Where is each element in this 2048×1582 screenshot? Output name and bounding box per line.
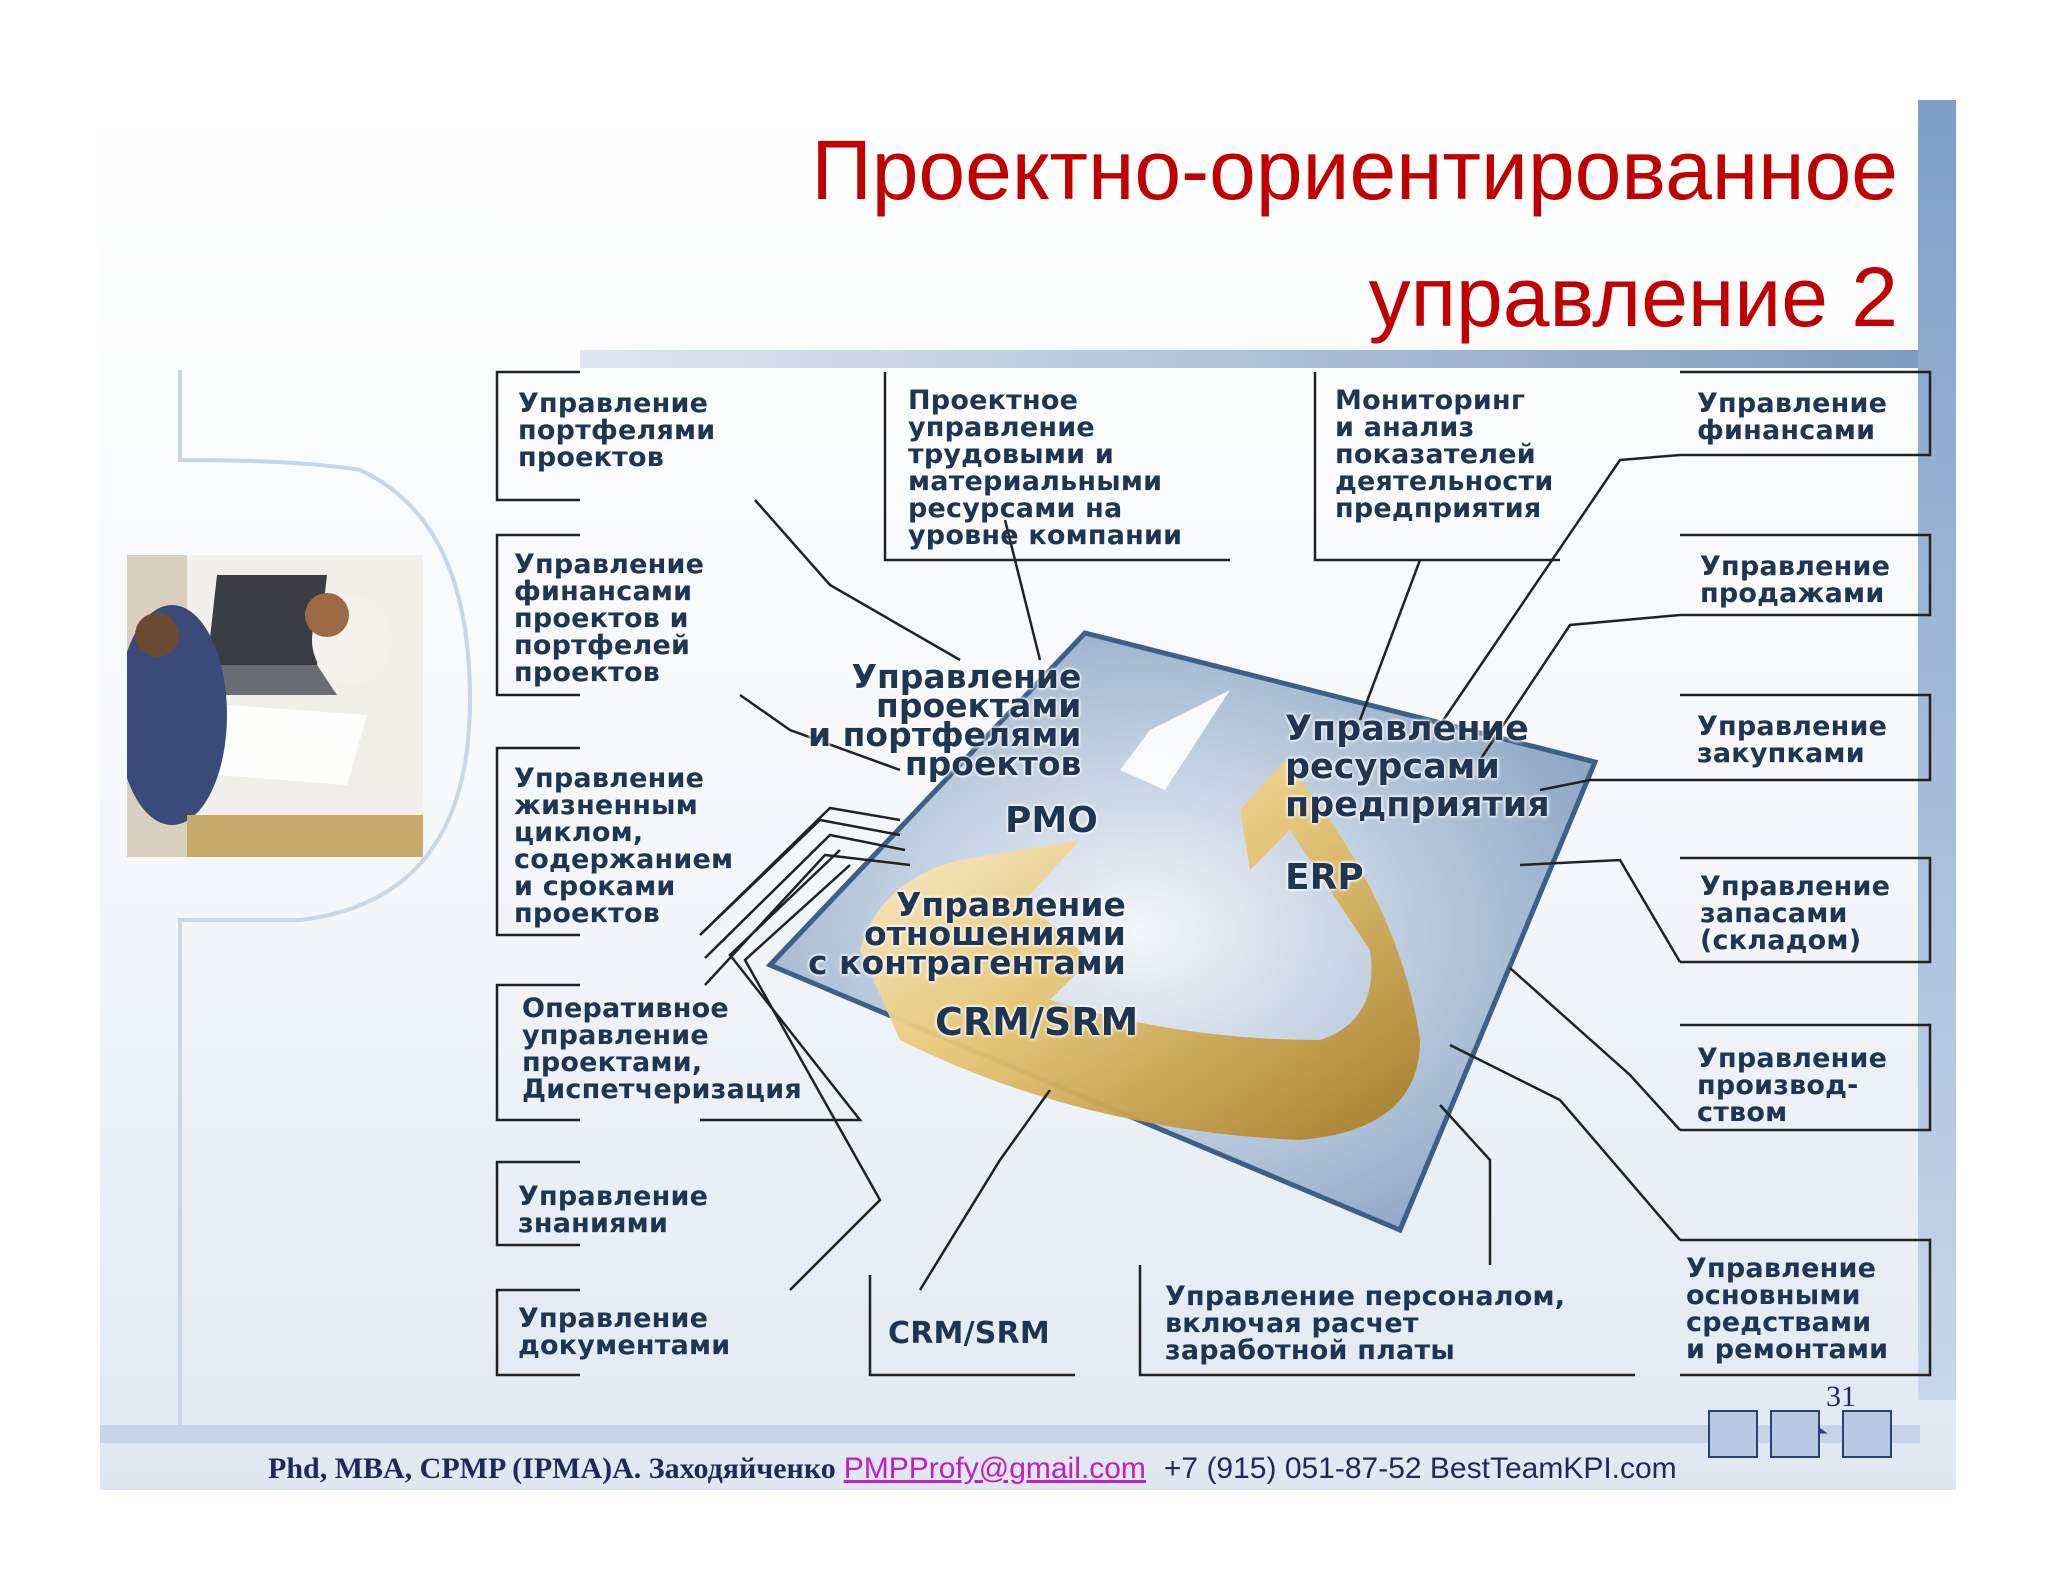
office-photo — [127, 555, 423, 857]
box-purchase-management: Управление закупками — [1697, 711, 1888, 769]
page-title-line1: Проектно-ориентированное — [811, 123, 1898, 217]
box-monitoring: Мониторинг и анализ показателей деятельн… — [1335, 385, 1554, 524]
next-slide-button[interactable] — [1842, 1410, 1892, 1458]
center-crm-abbr: CRM/SRM — [935, 1000, 1139, 1044]
box-personnel-management: Управление персоналом, включая расчет за… — [1165, 1281, 1566, 1366]
page-title-line2: управление 2 — [1368, 250, 1898, 344]
box-production-management: Управление производ- ством — [1697, 1043, 1888, 1128]
box-document-management: Управление документами — [518, 1303, 731, 1361]
center-erp-label: Управление ресурсами предприятия — [1285, 709, 1550, 825]
title-underline-bar — [580, 350, 1918, 368]
prev-slide-button[interactable] — [1708, 1410, 1758, 1458]
white-arrow — [1120, 690, 1230, 790]
box-crm-srm: CRM/SRM — [888, 1316, 1050, 1351]
box-inventory-management: Управление запасами (складом) — [1700, 871, 1891, 956]
footer-phone-site: +7 (915) 051-87-52 BestTeamKPI.com — [1163, 1452, 1677, 1485]
center-crm-label: Управление отношениями с контрагентами — [808, 885, 1126, 982]
box-finance-management: Управление финансами — [1697, 388, 1888, 446]
footer-bar — [100, 1425, 1920, 1443]
connector-lines — [699, 453, 1682, 1291]
gold-arrow — [860, 760, 1420, 1140]
box-knowledge-management: Управление знаниями — [518, 1181, 709, 1239]
right-accent-bar — [1918, 100, 1956, 1400]
box-lifecycle-management: Управление жизненным циклом, содержанием… — [514, 763, 734, 929]
center-erp-abbr: ERP — [1285, 857, 1364, 898]
box-project-finance-management: Управление финансами проектов и портфеле… — [514, 549, 705, 688]
box-labor-resources: Проектное управление трудовыми и материа… — [908, 385, 1183, 551]
box-sales-management: Управление продажами — [1700, 551, 1891, 609]
box-portfolio-management: Управление портфелями проектов — [518, 388, 716, 473]
box-operational-management: Оперативное управление проектами, Диспет… — [522, 993, 802, 1105]
center-pmo-abbr: PMO — [1005, 800, 1098, 841]
footer-author: Phd, MBA, CPMP (IPMA)А. Заходяйченко — [268, 1452, 836, 1485]
box-outlines — [495, 370, 1932, 1377]
page-number: 31 — [1826, 1380, 1856, 1413]
decorative-curve — [178, 370, 473, 1430]
home-button[interactable] — [1770, 1410, 1820, 1458]
box-fixed-assets-management: Управление основными средствами и ремонт… — [1686, 1253, 1889, 1365]
center-pmo-label: Управление проектами и портфелями проект… — [808, 657, 1082, 783]
footer-email-link[interactable]: PMPProfy@gmail.com — [843, 1452, 1146, 1485]
